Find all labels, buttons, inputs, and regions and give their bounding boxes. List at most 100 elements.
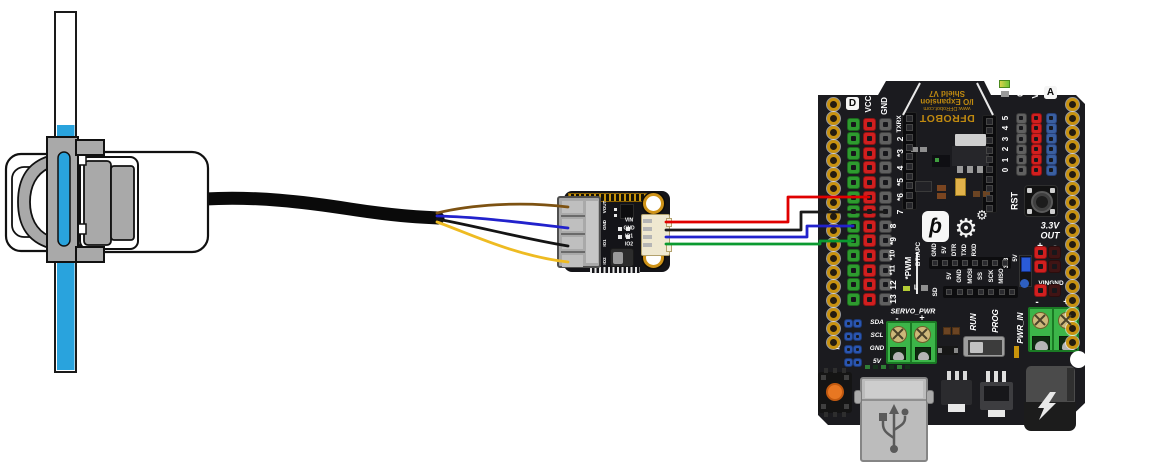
digital-vcc-pin-hole	[866, 238, 872, 244]
digital-row-label: *9	[887, 236, 898, 245]
solder-pad	[626, 227, 630, 231]
i2c-pin-hole	[856, 334, 859, 338]
gold-hole	[826, 111, 840, 125]
digital-row-label: 8	[887, 223, 898, 229]
digital-signal-pin-hole	[850, 165, 856, 171]
digital-gnd-pin	[878, 205, 892, 219]
terminal-slot-label: GND	[601, 220, 607, 230]
header-hole	[985, 195, 993, 203]
terminal-divider	[1052, 307, 1054, 352]
digital-gnd-pin	[878, 234, 892, 248]
out-33v-label: 3.3V	[1040, 220, 1060, 231]
gold-hole	[826, 209, 840, 223]
power-pin	[1047, 245, 1061, 259]
i2c-pin-label: SCL	[870, 331, 884, 339]
power-pin-hole	[1051, 287, 1057, 293]
smd-resistor	[938, 346, 958, 355]
analog-gnd-pin-hole	[1019, 147, 1023, 152]
i2c-pin-hole	[847, 360, 850, 364]
voltage-jumper-cap	[1020, 257, 1031, 272]
digital-gnd-pin	[878, 161, 892, 175]
analog-gnd-pin	[1015, 133, 1027, 145]
gold-hole	[826, 139, 840, 153]
btapc-hole	[1002, 260, 1008, 266]
power-pin	[1033, 245, 1047, 259]
analog-sig-pin-hole	[1049, 126, 1053, 131]
analog-gnd-pin-hole	[1019, 116, 1023, 120]
button-screw	[1027, 188, 1032, 193]
smd-resistor	[937, 193, 946, 199]
jst-pin	[643, 227, 652, 231]
digital-signal-pin	[846, 278, 860, 292]
run-prog-switch	[963, 336, 1005, 357]
analog-vcc-pin-hole	[1034, 168, 1038, 172]
servo-pwr-label: SERVO_PWR	[890, 308, 936, 316]
header-hole	[905, 163, 913, 170]
i2c-pin-hole	[856, 347, 859, 351]
btapc-hole	[932, 260, 938, 266]
screw-terminal	[557, 196, 601, 268]
digital-signal-pin	[846, 219, 860, 233]
yellow-wire	[435, 220, 570, 264]
pipe-water	[57, 125, 75, 370]
transistor-leg	[963, 371, 967, 381]
analog-sig-pin	[1045, 122, 1057, 134]
logo-url: www.DFRobot.com	[923, 105, 971, 112]
i2c-pin-label: GND	[869, 344, 885, 352]
transistor-leg	[994, 371, 998, 383]
gold-hole	[826, 223, 840, 237]
digital-vcc-pin	[862, 190, 876, 204]
digital-row-label: 4	[894, 165, 905, 171]
i2c-pin	[853, 318, 862, 328]
button-leg	[824, 368, 828, 373]
ic-pad	[614, 208, 617, 211]
digital-gnd-pin-hole	[882, 179, 888, 185]
smd-dot	[935, 158, 939, 162]
digital-row-label: *11	[889, 264, 897, 276]
pad	[881, 365, 886, 369]
gold-hole	[1065, 153, 1079, 167]
analog-sig-pin	[1045, 133, 1057, 145]
sd-hole	[956, 289, 963, 295]
sd-pin-label: MOSI	[967, 268, 974, 284]
button-cap	[1031, 191, 1053, 213]
sd-hole	[1009, 289, 1015, 295]
gear-icon: ⚙	[954, 213, 978, 243]
digital-vcc-pin-hole	[866, 150, 872, 156]
resistor-end	[938, 348, 942, 353]
header-hole	[985, 166, 993, 173]
btapc-header-strip	[929, 257, 1011, 269]
digital-signal-pin-hole	[850, 252, 856, 258]
sd-hole	[988, 289, 994, 295]
sensor-head-plate	[110, 165, 135, 241]
digital-vcc-pin-hole	[866, 209, 872, 215]
clamp-tab-top	[75, 139, 105, 156]
i2c-pin	[844, 318, 853, 328]
header-hole	[985, 156, 993, 164]
power-led	[999, 80, 1010, 88]
terminal-rail	[586, 201, 598, 263]
analog-sig-pin-hole	[1049, 168, 1053, 172]
terminal-clamp	[562, 255, 583, 267]
btapc-hole	[952, 260, 958, 266]
digital-gnd-pin-hole	[882, 282, 888, 288]
digital-signal-pin	[846, 146, 860, 160]
solder-pad	[626, 235, 630, 239]
analog-row-label: 5	[1001, 115, 1010, 121]
gold-hole	[1065, 181, 1079, 195]
gold-hole	[826, 251, 840, 265]
analog-vcc-pin-hole	[1034, 116, 1038, 120]
pad	[873, 365, 878, 369]
header-hole	[905, 143, 913, 151]
analog-sig-pin-hole	[1049, 136, 1053, 141]
digital-gnd-pin-hole	[882, 296, 888, 302]
btapc-hole	[942, 260, 948, 266]
power-pin-hole	[1037, 287, 1043, 293]
digital-signal-pin-hole	[850, 238, 856, 244]
digital-signal-pin-hole	[850, 194, 856, 200]
button-corner	[821, 404, 826, 409]
logo-brand: DFROBOT	[919, 112, 975, 124]
transistor-tab	[948, 404, 965, 412]
digital-signal-pin-hole	[850, 282, 856, 288]
